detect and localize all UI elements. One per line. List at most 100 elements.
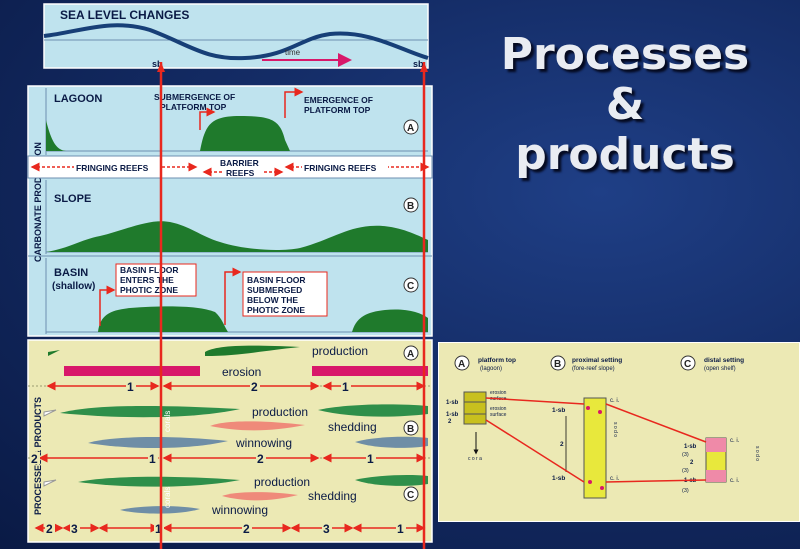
proc-c-num-2: 3: [71, 522, 78, 536]
proc-b-winnowing-lens-2: [355, 436, 428, 448]
proc-b-num-4: 1: [367, 452, 374, 466]
inset-correlation-ab-top: [485, 397, 585, 405]
fringing-reefs-right-label: FRINGING REEFS: [304, 163, 377, 173]
proc-b-num-2: 1: [149, 452, 156, 466]
lagoon-marker-letter: A: [407, 123, 414, 134]
proc-c-num-1: 2: [46, 522, 53, 536]
time-label: time: [285, 48, 301, 57]
slope-marker: [403, 197, 419, 213]
proc-a-marker-letter: A: [407, 349, 414, 360]
basin-enters-line3: PHOTIC ZONE: [120, 285, 178, 295]
title-line-3: products: [515, 129, 735, 180]
emergence-line1: EMERGENCE OF: [304, 95, 373, 105]
carbonate-production-label: CARBONATE PRODUCTION: [33, 142, 43, 262]
proc-c-production-lens-1: [78, 476, 240, 487]
inset-c-subtitle: (open shelf): [704, 366, 736, 372]
basin-enters-box: [115, 263, 197, 297]
slope-production-curve: [46, 221, 428, 252]
inset-c-marker-letter: C: [684, 359, 691, 370]
inset-c-label-2: (3): [682, 452, 689, 458]
inset-b-dot-4: [600, 486, 604, 490]
proc-c-num-5: 3: [323, 522, 330, 536]
inset-c-title: distal setting: [704, 357, 744, 364]
proc-c-num-3: 1: [155, 522, 162, 536]
inset-b-column: [583, 397, 607, 499]
inset-correlation-bc-top: [605, 403, 707, 443]
submergence-line2: PLATFORM TOP: [160, 102, 227, 112]
proc-b-corals-label: corals: [163, 411, 172, 432]
inset-b-side: s o d o: [612, 422, 618, 437]
proc-c-production-label: production: [254, 475, 310, 489]
inset-diagram: A platform top (lagoon) B proximal setti…: [438, 342, 800, 522]
basin-submerged-box: [242, 271, 328, 317]
basin-marker-letter: C: [407, 281, 414, 292]
inset-c-pink-top: [706, 438, 726, 452]
proc-c-num-bg-2: [70, 522, 80, 534]
inset-c-label-6: (3): [682, 488, 689, 494]
title-line-1: Processes: [500, 29, 750, 80]
inset-a-column: [463, 391, 487, 425]
proc-b-shedding-lens: [210, 421, 305, 431]
proc-b-winnowing-lens-1: [88, 437, 228, 449]
barrier-bg2: [222, 168, 262, 177]
inset-b-ci-1: c. i.: [610, 398, 620, 404]
basin-submerged-line2: SUBMERGED: [247, 285, 302, 295]
sb-left-label: sb: [152, 59, 163, 69]
fringing-left-bg: [74, 162, 160, 173]
fringing-reefs-left-label: FRINGING REEFS: [76, 163, 149, 173]
inset-a-erosion-3: erosion: [490, 406, 507, 412]
sb-left-arrowhead: [157, 62, 165, 72]
inset-b-title: proximal setting: [572, 357, 622, 364]
proc-b-num-1: 2: [31, 452, 38, 466]
basin-label-line2: (shallow): [52, 281, 95, 292]
proc-c-winnowing-label: winnowing: [211, 503, 268, 517]
proc-a-production-lens: [205, 345, 300, 356]
proc-a-erosion-label: erosion: [222, 365, 261, 379]
inset-b-label-2: 2: [560, 441, 564, 448]
lagoon-platform-mound: [200, 116, 290, 151]
page-title: Processes & products: [470, 30, 780, 180]
basin-submerged-line1: BASIN FLOOR: [247, 275, 306, 285]
basin-submerged-line3: BELOW THE: [247, 295, 298, 305]
inset-correlation-bc-bottom: [605, 479, 707, 483]
sea-level-title: SEA LEVEL CHANGES: [60, 8, 189, 22]
proc-c-num-bg-3: [154, 522, 164, 534]
proc-a-num-bg-2: [250, 380, 260, 392]
sb-right-label: sb: [413, 59, 424, 69]
inset-b-subtitle: (fore-reef slope): [572, 366, 615, 372]
sb-right-arrowhead: [420, 62, 428, 72]
proc-a-num-1: 1: [127, 380, 134, 394]
proc-a-num-3: 1: [342, 380, 349, 394]
inset-b-marker-letter: B: [554, 359, 561, 370]
proc-b-production-lens-1: [60, 405, 240, 418]
proc-c-num-bg-6: [396, 522, 406, 534]
proc-c-tip: [43, 479, 57, 487]
proc-b-num-bg-1: [30, 452, 40, 464]
inset-c-marker: [680, 355, 696, 371]
proc-a-num-bg-1: [126, 380, 136, 392]
submergence-line1: SUBMERGENCE OF: [154, 92, 235, 102]
proc-a-erosion-bar-right: [312, 366, 428, 376]
sea-level-curve: [43, 23, 429, 61]
proc-c-num-6: 1: [397, 522, 404, 536]
lagoon-marker: [403, 119, 419, 135]
inset-b-label-3: 1-sb: [552, 475, 565, 482]
proc-c-num-bg-5: [322, 522, 332, 534]
proc-b-num-bg-2: [148, 452, 158, 464]
proc-a-num-bg-3: [341, 380, 351, 392]
slope-label: SLOPE: [54, 193, 91, 205]
proc-c-shedding-lens: [222, 492, 298, 501]
proc-c-shedding-label: shedding: [308, 489, 357, 503]
inset-c-ci-2: c. i.: [730, 478, 740, 484]
basin-submerged-line4: PHOTIC ZONE: [247, 305, 305, 315]
proc-c-production-lens-2: [355, 475, 428, 486]
proc-b-num-bg-3: [256, 452, 266, 464]
inset-a-marker: [454, 355, 470, 371]
inset-a-title: platform top: [478, 357, 516, 364]
proc-c-num-bg-1: [45, 522, 55, 534]
proc-b-winnowing-label: winnowing: [235, 436, 292, 450]
proc-b-marker-letter: B: [407, 424, 414, 435]
inset-a-erosion-4: surface: [490, 412, 507, 418]
proc-c-marker-letter: C: [407, 490, 414, 501]
inset-b-ci-2: c. i.: [610, 476, 620, 482]
